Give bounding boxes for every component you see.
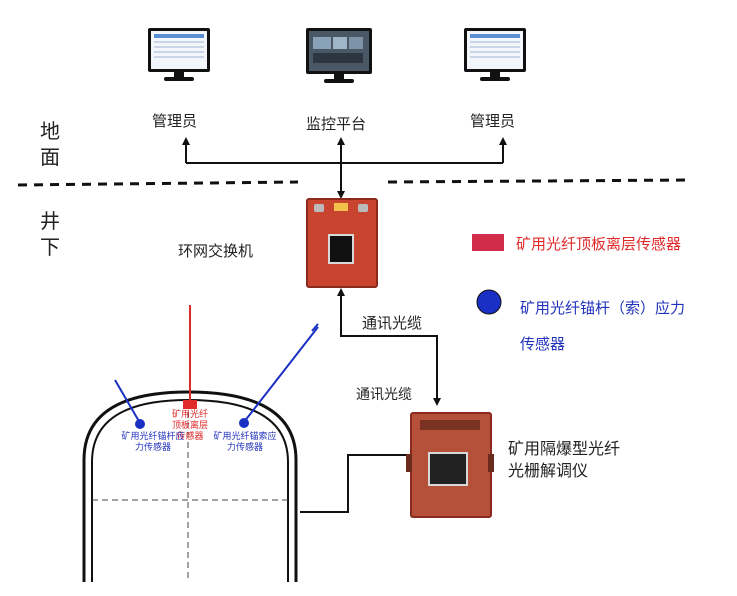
monitor-center-icon [306, 28, 372, 84]
right-anchor-dot [239, 418, 249, 428]
demodulator-device [406, 412, 494, 518]
right-anchor-tip [311, 323, 319, 332]
left-anchor-dot [135, 419, 145, 429]
tunnel-left-anchor-label: 矿用光纤锚杆应力传感器 [121, 432, 185, 453]
label-monitor-platform: 监控平台 [306, 115, 367, 133]
tunnel-roof-sensor-label: 矿用光纤顶板离层传感器 [171, 410, 208, 442]
zone-underground-label: 井下 [40, 209, 60, 259]
label-cable-upper: 通讯光缆 [362, 314, 423, 332]
legend-anchor-dot [476, 289, 502, 315]
legend-anchor-label: 矿用光纤锚杆（索）应力传感器 [520, 299, 686, 353]
right-anchor-rod [243, 326, 319, 423]
cable-demodulator-to-tunnel [300, 454, 409, 513]
tunnel-outer [82, 390, 298, 582]
label-cable-lower: 通讯光缆 [356, 387, 412, 403]
label-admin-left: 管理员 [152, 112, 198, 130]
legend-roof-label: 矿用光纤顶板离层传感器 [516, 235, 682, 253]
ring-switch-device [306, 198, 378, 288]
divider-left [17, 180, 299, 187]
monitor-right-icon [464, 28, 526, 84]
cable-switch-to-demodulator [340, 290, 441, 406]
label-ring-switch: 环网交换机 [178, 242, 254, 260]
monitor-left-icon [148, 28, 210, 84]
roof-sensor-body [183, 400, 197, 409]
label-admin-right: 管理员 [470, 112, 516, 130]
label-demodulator: 矿用隔爆型光纤光栅解调仪 [508, 439, 621, 480]
divider-right [387, 178, 691, 184]
left-anchor-rod [114, 379, 141, 424]
zone-surface-label: 地面 [40, 119, 60, 169]
legend-roof-swatch [472, 234, 504, 251]
tunnel-right-anchor-label: 矿用光纤锚索应力传感器 [213, 432, 277, 453]
